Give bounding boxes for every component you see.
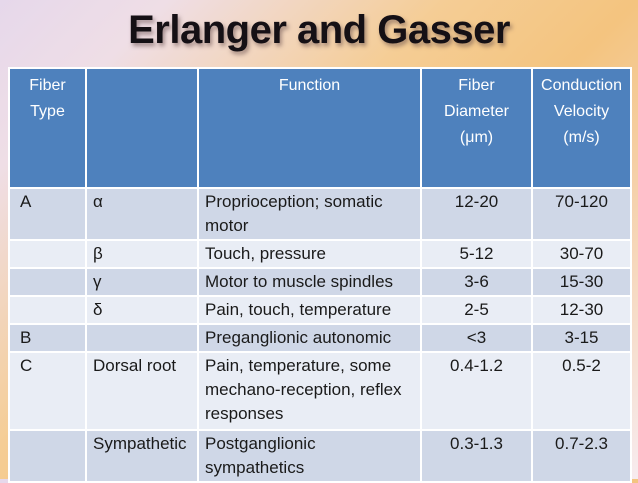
header-cell-subtype: [85, 67, 199, 189]
cell-function: Motor to muscle spindles: [197, 267, 422, 297]
cell-function: Touch, pressure: [197, 239, 422, 269]
cell-subtype: α: [85, 187, 199, 241]
cell-function: Postganglionic sympathetics: [197, 429, 422, 483]
header-cell-function: Function: [197, 67, 422, 189]
cell-fiber-type: [8, 429, 87, 483]
table-row-gamma: γ Motor to muscle spindles 3-6 15-30: [8, 267, 632, 297]
cell-function: Pain, temperature, some mechano-receptio…: [197, 351, 422, 431]
cell-fiber-type: [8, 267, 87, 297]
header-cell-fiber-type: Fiber Type: [8, 67, 87, 189]
table-row-b: B Preganglionic autonomic <3 3-15: [8, 323, 632, 353]
fiber-classification-table: Fiber Type Function Fiber Diameter (μm) …: [8, 67, 632, 483]
cell-subtype: Sympathetic: [85, 429, 199, 483]
cell-function: Preganglionic autonomic: [197, 323, 422, 353]
cell-subtype: δ: [85, 295, 199, 325]
cell-diameter: 12-20: [420, 187, 533, 241]
cell-fiber-type: A: [8, 187, 87, 241]
cell-velocity: 12-30: [531, 295, 632, 325]
cell-velocity: 15-30: [531, 267, 632, 297]
cell-velocity: 70-120: [531, 187, 632, 241]
cell-function: Pain, touch, temperature: [197, 295, 422, 325]
table-row-delta: δ Pain, touch, temperature 2-5 12-30: [8, 295, 632, 325]
cell-fiber-type: [8, 295, 87, 325]
cell-diameter: 3-6: [420, 267, 533, 297]
cell-diameter: 5-12: [420, 239, 533, 269]
table-row-c-dorsal-root: C Dorsal root Pain, temperature, some me…: [8, 351, 632, 431]
slide-title: Erlanger and Gasser: [128, 8, 510, 52]
cell-subtype: γ: [85, 267, 199, 297]
cell-function: Proprioception; somatic motor: [197, 187, 422, 241]
cell-subtype: β: [85, 239, 199, 269]
cell-fiber-type: B: [8, 323, 87, 353]
cell-subtype: Dorsal root: [85, 351, 199, 431]
cell-diameter: 0.3-1.3: [420, 429, 533, 483]
header-cell-conduction-velocity: Conduction Velocity (m/s): [531, 67, 632, 189]
table-row-sympathetic: Sympathetic Postganglionic sympathetics …: [8, 429, 632, 483]
cell-velocity: 3-15: [531, 323, 632, 353]
table-row-a-alpha: A α Proprioception; somatic motor 12-20 …: [8, 187, 632, 241]
cell-diameter: <3: [420, 323, 533, 353]
cell-subtype: [85, 323, 199, 353]
table-header-row: Fiber Type Function Fiber Diameter (μm) …: [8, 67, 632, 189]
cell-fiber-type: [8, 239, 87, 269]
cell-fiber-type: C: [8, 351, 87, 431]
table-row-beta: β Touch, pressure 5-12 30-70: [8, 239, 632, 269]
cell-velocity: 30-70: [531, 239, 632, 269]
cell-velocity: 0.7-2.3: [531, 429, 632, 483]
header-cell-fiber-diameter: Fiber Diameter (μm): [420, 67, 533, 189]
cell-diameter: 0.4-1.2: [420, 351, 533, 431]
cell-velocity: 0.5-2: [531, 351, 632, 431]
cell-diameter: 2-5: [420, 295, 533, 325]
